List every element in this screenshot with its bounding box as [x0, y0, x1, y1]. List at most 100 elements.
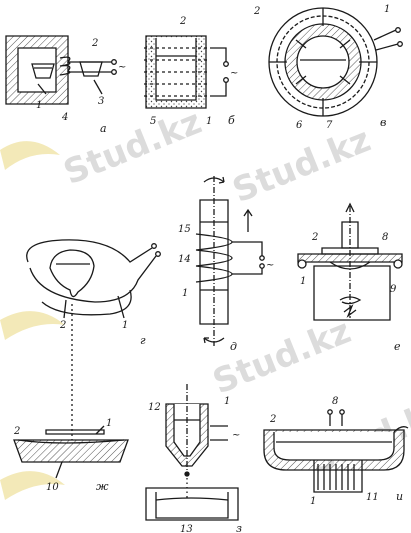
panel-a-label-3: 3	[98, 96, 104, 107]
panel-a	[5, 35, 117, 105]
panel-d-terminal-2	[259, 263, 265, 269]
panel-g-label-2: 2	[59, 320, 66, 331]
panel-d-caption: д	[230, 340, 237, 353]
panel-zh-label-1: 1	[106, 418, 112, 429]
panel-e-roller-left	[297, 259, 307, 269]
panel-a-label-2: 2	[91, 38, 98, 49]
panel-e	[297, 202, 403, 321]
panel-g-terminal-2	[155, 251, 161, 257]
panel-b-coil	[144, 47, 210, 97]
watermark-swoosh-1	[0, 141, 60, 170]
panel-z-label-1: 1	[224, 396, 230, 407]
panel-e-rotation	[339, 296, 362, 305]
panel-i-terminal-1	[327, 409, 333, 415]
panel-a-terminal-1	[111, 59, 117, 65]
panel-v-leads	[373, 29, 399, 51]
panel-zh-inductor	[45, 429, 105, 435]
panel-v-segments	[295, 39, 351, 85]
panel-a-label-1: 1	[36, 100, 42, 111]
panel-i-channel	[313, 460, 363, 493]
panel-g-caption: г	[140, 334, 146, 347]
panel-a-leads	[68, 61, 112, 73]
panel-zh-label-2: 2	[13, 426, 20, 437]
panel-z-label-13: 13	[180, 524, 193, 533]
watermark-text-3: Stud.kz	[207, 311, 356, 402]
panel-i-terminal-2	[339, 409, 345, 415]
panel-i-leads	[329, 414, 343, 426]
panel-g-label-1: 1	[122, 320, 128, 331]
panel-z-droplet	[184, 471, 190, 477]
panel-g-terminal-1	[151, 243, 157, 249]
panel-v-label-7: 7	[326, 120, 333, 131]
panel-a-crucible-2	[79, 61, 103, 77]
panel-i-label-2: 2	[269, 414, 276, 425]
panel-zh-caption: ж	[96, 480, 109, 493]
panel-d-label-15: 15	[178, 224, 191, 235]
watermark-text-2: Stud.kz	[227, 120, 376, 211]
panel-a-lead-1	[37, 83, 47, 95]
panel-d-rotation-bottom-arrow	[203, 337, 209, 344]
panel-z	[145, 384, 239, 521]
panel-e-rod-body	[313, 265, 391, 321]
panel-v-terminal-2	[397, 41, 403, 47]
panel-e-label-8: 8	[382, 232, 388, 243]
panel-v-caption: в	[380, 116, 386, 129]
panel-a-core	[5, 35, 69, 105]
panel-i-spout	[393, 426, 409, 433]
panel-v-label-1: 1	[384, 4, 390, 15]
panel-d-leads	[232, 241, 263, 275]
panel-z-ac-symbol: ~	[232, 430, 240, 441]
panel-b-label-5: 5	[150, 116, 156, 127]
panel-e-melt	[329, 261, 371, 270]
panel-d-rod	[199, 199, 229, 325]
panel-zh-label-10: 10	[46, 482, 59, 493]
panel-zh-melt	[17, 439, 125, 444]
watermark-swoosh-2	[0, 311, 65, 340]
panel-b-terminal-1	[223, 61, 229, 67]
panel-zh	[13, 425, 129, 479]
watermark-swoosh-3	[0, 471, 65, 500]
panel-e-label-2: 2	[311, 232, 318, 243]
panel-z-caption: з	[236, 522, 242, 533]
panel-i-label-8: 8	[332, 396, 338, 407]
panel-v	[268, 7, 403, 117]
labels: 2 1 4 3 а ~ 2 5 1 б ~ 2 1 6 7 в 2 1 г 15…	[13, 4, 403, 533]
panel-v-melt	[296, 35, 350, 89]
panel-v-label-2: 2	[253, 6, 260, 17]
panel-d-motion-arrow	[243, 208, 253, 232]
panel-g-drop	[49, 249, 95, 298]
panel-a-caption: а	[100, 122, 107, 135]
panel-a-label-4: 4	[61, 112, 68, 123]
panel-d-zone	[200, 221, 228, 291]
panel-i-bath-inner	[273, 432, 395, 461]
panel-g-leader-2	[63, 299, 67, 319]
panel-e-arrow-up	[345, 202, 355, 213]
panel-a-terminal-2	[111, 69, 117, 75]
panel-zh-hearth	[13, 439, 129, 463]
panel-b-caption: б	[228, 114, 235, 127]
panel-d-label-14: 14	[178, 254, 191, 265]
panel-d-rotation-top	[203, 177, 225, 183]
panel-v-terminal-1	[395, 27, 401, 33]
panel-z-mold	[145, 487, 239, 521]
panel-g	[26, 239, 161, 440]
panel-b-label-1: 1	[206, 116, 212, 127]
panel-g-outer-loop	[26, 239, 157, 303]
panel-e-caption: е	[394, 340, 401, 353]
panel-i-caption: и	[396, 490, 403, 503]
panel-a-ac-symbol: ~	[118, 62, 126, 73]
panel-b-crucible	[145, 35, 207, 109]
panel-z-label-12: 12	[148, 402, 161, 413]
panel-d-terminal-1	[259, 255, 265, 261]
panel-i-label-11: 11	[366, 492, 379, 503]
panel-d-rotation-top-arrow	[218, 176, 225, 184]
panel-b-terminal-2	[223, 77, 229, 83]
panel-z-coil	[210, 425, 228, 441]
panel-e-coil	[321, 247, 379, 255]
panel-i-coil	[317, 464, 355, 490]
panel-d	[195, 176, 265, 346]
panel-b-ac-symbol: ~	[230, 68, 238, 79]
panel-v-label-6: 6	[296, 120, 303, 131]
panel-a-crucible-1	[31, 63, 55, 79]
